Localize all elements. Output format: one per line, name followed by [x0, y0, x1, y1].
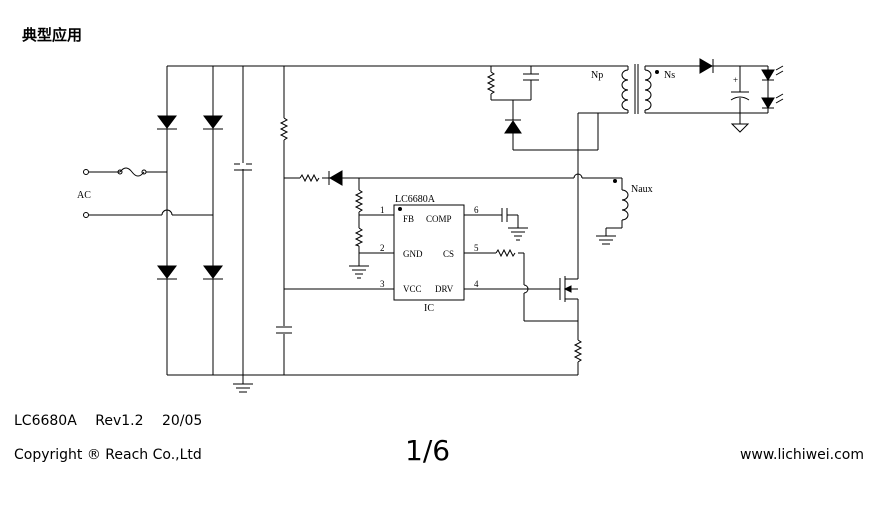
sense-resistor	[573, 339, 583, 363]
output-capacitor	[730, 91, 750, 101]
footer-part: LC6680A	[14, 413, 77, 429]
snubber-resistor	[486, 71, 496, 95]
bridge-diode-3	[157, 265, 177, 280]
pin-vcc-label: VCC	[403, 284, 422, 294]
ic-part-label: LC6680A	[395, 194, 436, 205]
pin-3-number: 3	[380, 279, 385, 289]
fb-resistor-top	[354, 189, 364, 213]
mosfet-switch	[559, 150, 579, 340]
section-title: 典型应用	[22, 26, 83, 44]
ground-main-icon	[233, 375, 253, 393]
bridge-diode-2	[203, 115, 223, 130]
ac-label: AC	[77, 190, 91, 201]
pin-drv-label: DRV	[435, 284, 454, 294]
ic-label: IC	[424, 303, 434, 314]
naux-label: Naux	[631, 184, 653, 195]
vcc-capacitor	[276, 326, 292, 334]
pin-4-number: 4	[474, 279, 479, 289]
secondary-winding	[644, 69, 652, 111]
ac-input	[83, 167, 213, 218]
aux-diode	[328, 170, 343, 186]
footer-date: 20/05	[161, 413, 203, 429]
footer-rev: Rev1.2	[95, 413, 144, 429]
fuse-symbol	[119, 167, 145, 177]
fb-resistor-bottom	[354, 227, 364, 247]
pin-comp-label: COMP	[426, 214, 452, 224]
pin-gnd-label: GND	[403, 249, 423, 259]
ns-label: Ns	[664, 70, 675, 81]
output-diode	[699, 58, 714, 74]
np-label: Np	[591, 70, 603, 81]
ground-aux-icon	[596, 235, 616, 245]
led-1-icon	[761, 65, 784, 81]
primary-winding	[621, 69, 629, 111]
aux-resistor	[299, 173, 320, 183]
pin-5-number: 5	[474, 243, 479, 253]
snubber-capacitor	[523, 73, 539, 81]
bridge-diode-1	[157, 115, 177, 130]
ground-output-icon	[730, 123, 750, 133]
ground-comp-icon	[508, 227, 528, 241]
led-2-icon	[761, 93, 784, 109]
startup-resistor	[279, 117, 289, 141]
pin-fb-label: FB	[403, 214, 414, 224]
page-number: 1/6	[405, 434, 451, 467]
pin-2-number: 2	[380, 243, 385, 253]
pin-6-number: 6	[474, 205, 479, 215]
aux-winding	[621, 189, 629, 221]
cap-plus-label: +	[733, 75, 738, 85]
pin-cs-label: CS	[443, 249, 454, 259]
bridge-diode-4	[203, 265, 223, 280]
comp-capacitor	[501, 208, 508, 222]
snubber-diode	[504, 119, 522, 134]
cs-resistor	[495, 248, 516, 258]
ground-fb-icon	[349, 265, 369, 279]
footer-copyright: Copyright ® Reach Co.,Ltd	[14, 447, 202, 463]
footer-revision-line: LC6680A Rev1.2 20/05	[14, 413, 216, 429]
pin-1-number: 1	[380, 205, 385, 215]
footer-website: www.lichiwei.com	[739, 447, 864, 463]
